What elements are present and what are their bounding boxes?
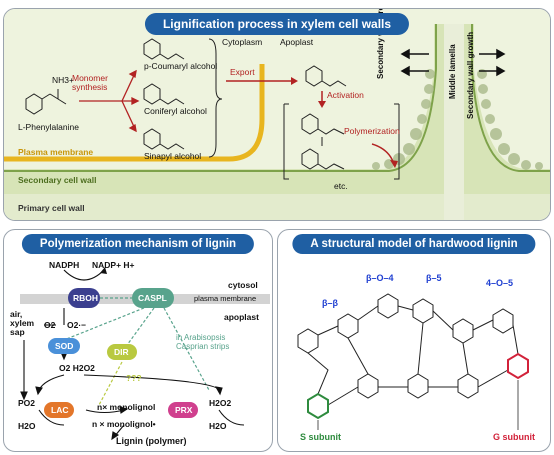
nh3-label: NH3+ (52, 75, 74, 85)
rboh-label: RBOH (73, 293, 99, 303)
lignin-product-label: Lignin (polymer) (116, 436, 187, 446)
h2o2-right-label: H2O2 (209, 398, 232, 408)
monolignol-structures (143, 38, 185, 150)
dir-label: DIR (114, 347, 129, 357)
polymerization-panel: Polymerization mechanism of lignin NADPH… (3, 229, 273, 452)
apoplast-label: Apoplast (280, 37, 314, 47)
sinapyl-label: Sinapyl alcohol (144, 151, 202, 161)
lignin-deposits (372, 69, 543, 170)
sod-badge (48, 338, 80, 354)
o2-label: O2 (44, 320, 56, 330)
po2-label: PO2 (18, 398, 36, 408)
lac-label: LAC (51, 405, 69, 415)
coniferyl-label: Coniferyl alcohol (144, 106, 207, 116)
arabidopsis-note: in Arabisopsis Casprian strips (176, 333, 230, 351)
secondary-wall-growth-right: Secondary wall growth (466, 31, 475, 119)
cytosol-label: cytosol (228, 280, 258, 290)
synthesis-arrows (79, 69, 140, 133)
nadp-label: NADP+ H+ (92, 260, 135, 270)
h2o-right-label: H2O (209, 421, 227, 431)
g-subunit-label: G subunit (493, 432, 535, 442)
monolignol-radical-label: n × monolignol• (92, 419, 156, 429)
air-label: air, xylem sap (10, 309, 35, 337)
sod-label: SOD (55, 341, 74, 351)
polymerization-label: Polymerization (344, 126, 400, 136)
o2-radical-label: O2·− (67, 320, 87, 330)
lignification-title: Lignification process in xylem cell wall… (144, 13, 410, 35)
question-label: ??? (126, 373, 142, 383)
phenylalanine-label: L-Phenylalanine (18, 122, 79, 132)
linkage-b-b: β–β (322, 298, 338, 308)
h2o-left-label: H2O (18, 421, 36, 431)
prx-label: PRX (175, 405, 193, 415)
secondary-cell-wall-label: Secondary cell wall (18, 175, 97, 185)
lignification-panel: Lignification process in xylem cell wall… (3, 8, 551, 221)
cytoplasm-label: Cytoplasm (222, 37, 263, 47)
growth-arrows (400, 48, 506, 77)
linkage-b-o-4: β–O–4 (366, 273, 394, 283)
caspl-label: CASPL (138, 293, 167, 303)
phenylalanine-structure (25, 89, 67, 115)
radical-structures (301, 113, 345, 170)
polymerization-title: Polymerization mechanism of lignin (21, 234, 255, 254)
dir-badge (107, 344, 137, 360)
activation-label: Activation (327, 90, 364, 100)
apoplast-monolignol (305, 65, 347, 87)
h2o2-center-label: O2 H2O2 (59, 363, 95, 373)
apoplast-tag: apoplast (224, 312, 259, 322)
structural-model-title: A structural model of hardwood lignin (292, 234, 536, 254)
primary-cell-wall-label: Primary cell wall (18, 203, 85, 213)
middle-lamella-label: Middle lamella (448, 44, 457, 99)
prx-badge (168, 402, 198, 418)
s-subunit-label: S subunit (300, 432, 341, 442)
plasma-membrane-label: Plasma membrane (18, 147, 94, 157)
linkage-b-5: β–5 (426, 273, 442, 283)
lac-badge (44, 402, 74, 418)
polymerization-diagram (20, 267, 270, 441)
lignification-diagram (4, 9, 550, 220)
nadph-label: NADPH (49, 260, 80, 270)
structural-model-panel: A structural model of hardwood lignin β–… (277, 229, 551, 452)
linkage-4-o-5: 4–O–5 (486, 278, 514, 288)
etc-label: etc. (334, 181, 348, 191)
monolignol-label: n× monolignol (97, 402, 156, 412)
p-coumaryl-label: p-Coumaryl alcohol (144, 61, 218, 71)
export-label: Export (230, 67, 255, 77)
plasma-membrane-tag: plasma membrane (194, 294, 257, 303)
monomer-synthesis-label: Monomer synthesis (72, 73, 108, 92)
hardwood-lignin-structure (297, 293, 529, 430)
